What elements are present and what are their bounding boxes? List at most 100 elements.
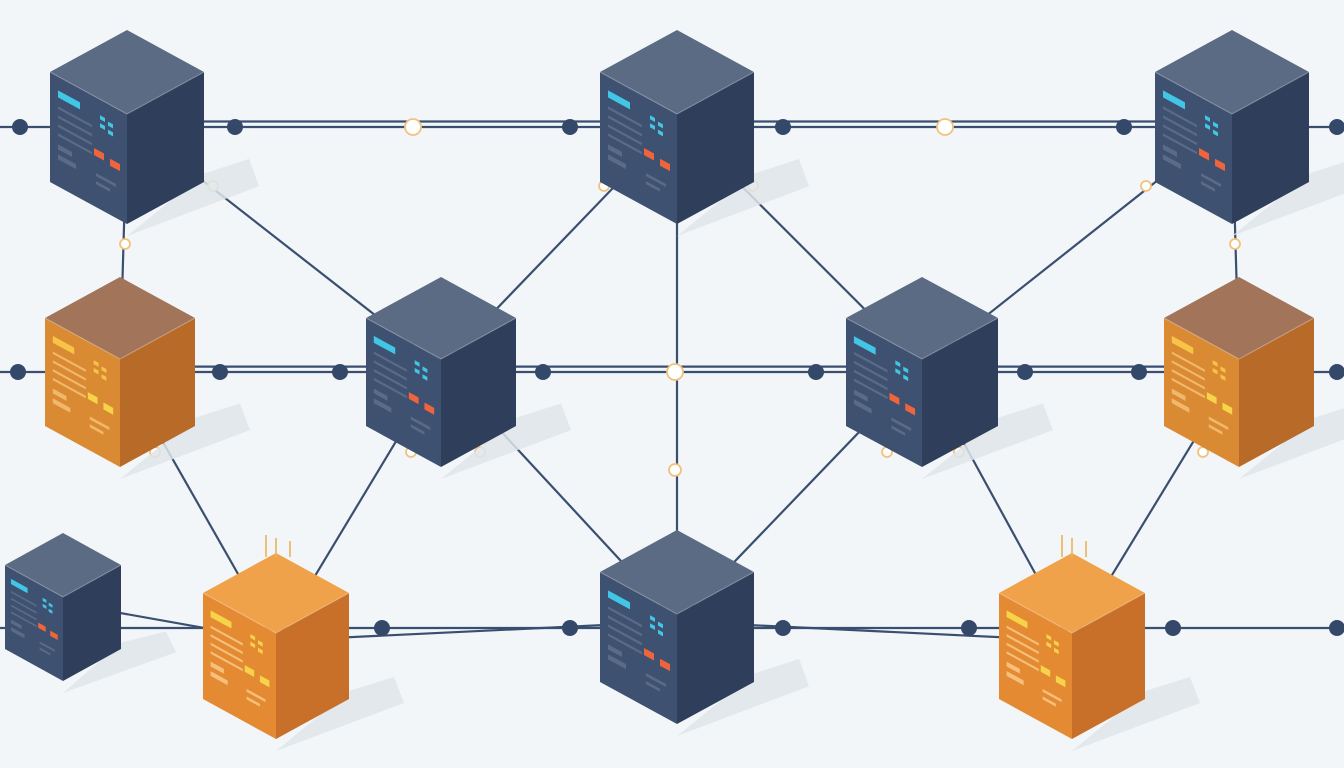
- node-vent-line: [1201, 173, 1221, 187]
- node-right-face: [120, 318, 195, 467]
- node-indicator: [650, 123, 655, 130]
- node-led: [644, 648, 654, 661]
- node-vent-line: [1006, 625, 1039, 646]
- node-indicator: [903, 366, 909, 374]
- server-node-n10: [599, 530, 809, 736]
- node-edge-highlight: [1154, 71, 1310, 115]
- node-indicator: [101, 374, 107, 381]
- node-indicator: [1212, 360, 1218, 367]
- node-vent-line: [373, 360, 407, 381]
- connector-dot: [374, 620, 390, 636]
- node-led: [110, 158, 120, 172]
- node-indicator: [1046, 641, 1052, 649]
- node-shadow: [1239, 408, 1344, 479]
- connector-dot: [227, 119, 243, 135]
- node-status-bar: [373, 335, 396, 355]
- server-node-n2: [599, 30, 809, 236]
- node-vent-line: [1208, 424, 1223, 435]
- node-shadow: [120, 403, 250, 479]
- node-vent-line: [11, 597, 37, 614]
- node-slot: [52, 398, 71, 413]
- node-indicator: [93, 368, 99, 375]
- node-indicator: [658, 129, 663, 137]
- node-vent-line: [210, 651, 243, 672]
- node-indicator: [250, 641, 256, 649]
- node-indicator: [1220, 374, 1226, 381]
- node-vent-line: [373, 351, 407, 373]
- node-led: [50, 630, 58, 641]
- node-status-bar: [58, 90, 80, 110]
- node-vent-line: [608, 124, 642, 146]
- node-vent-line: [58, 124, 92, 146]
- node-vent-line: [1171, 369, 1205, 390]
- node-indicator: [658, 121, 663, 129]
- node-status-bar: [1006, 610, 1028, 629]
- node-indicator: [1053, 640, 1059, 647]
- connector-dot: [562, 620, 578, 636]
- node-led: [87, 392, 98, 405]
- node-vent-line: [608, 633, 642, 655]
- node-vent-line: [1208, 416, 1229, 431]
- node-shadow: [127, 158, 259, 236]
- node-vent-line: [608, 606, 642, 628]
- node-left-face: [203, 593, 276, 739]
- node-indicator: [257, 647, 263, 655]
- node-shadow: [922, 403, 1053, 479]
- node-vent-line: [52, 377, 86, 399]
- node-vent-line: [52, 360, 86, 381]
- node-vent-line: [210, 634, 243, 655]
- node-vent-line: [410, 416, 431, 431]
- node-slot: [210, 661, 224, 674]
- connector-dot: [1116, 119, 1132, 135]
- node-indicator: [42, 603, 47, 609]
- node-led: [94, 148, 104, 161]
- node-vent-line: [58, 115, 92, 137]
- node-led: [905, 403, 916, 416]
- node-vent-line: [1042, 688, 1062, 703]
- node-led: [660, 658, 670, 672]
- node-vent-line: [96, 173, 116, 187]
- node-status-bar: [608, 90, 630, 110]
- node-slot: [608, 654, 626, 670]
- node-indicator: [658, 621, 663, 629]
- node-shadow: [677, 158, 809, 236]
- node-led: [408, 392, 419, 405]
- node-left-face: [366, 318, 441, 467]
- node-left-face: [600, 72, 677, 224]
- connector-dot: [1329, 364, 1344, 380]
- node-vent-line: [853, 378, 888, 400]
- node-indicator: [650, 623, 655, 630]
- node-slot: [1163, 144, 1177, 157]
- node-vent-line: [210, 642, 243, 663]
- node-left-face: [45, 318, 120, 467]
- node-left-face: [1164, 318, 1239, 467]
- node-vent-line: [608, 624, 642, 646]
- node-vent-line: [52, 351, 86, 373]
- node-vent-line: [1163, 106, 1197, 128]
- node-slot: [1171, 398, 1190, 413]
- node-indicator: [1213, 121, 1218, 129]
- node-vent-line: [608, 133, 642, 155]
- node-indicator: [414, 360, 420, 367]
- junction-dot: [666, 363, 684, 381]
- node-vent-line: [246, 696, 260, 707]
- node-vent-line: [11, 590, 37, 607]
- server-node-n9: [202, 553, 404, 751]
- junction-dot: [668, 463, 682, 477]
- junction-dot: [1140, 180, 1152, 192]
- node-vent-line: [853, 369, 888, 391]
- connector-dot: [212, 364, 228, 380]
- node-led: [1055, 675, 1066, 688]
- node-right-face: [1072, 593, 1145, 739]
- node-vent-line: [89, 416, 110, 431]
- node-slot: [373, 388, 388, 401]
- node-right-face: [677, 572, 754, 724]
- node-slot: [853, 399, 872, 414]
- node-vent-line: [373, 369, 407, 390]
- node-vent-line: [1006, 634, 1039, 655]
- node-vent-line: [89, 424, 104, 435]
- node-slot: [608, 644, 622, 657]
- node-vent-line: [52, 369, 86, 390]
- node-vent-line: [646, 681, 660, 692]
- node-led: [644, 148, 654, 161]
